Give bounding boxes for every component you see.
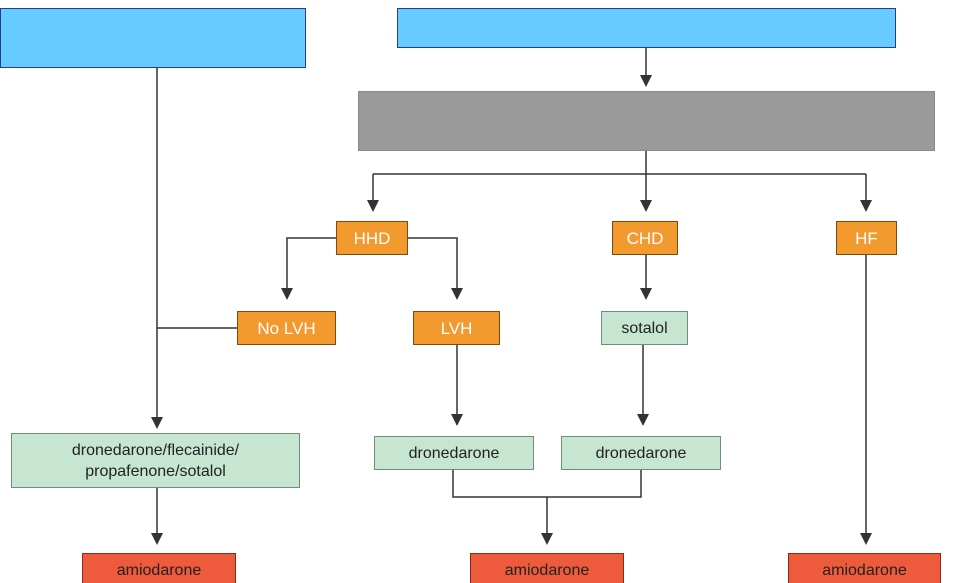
combination-line-1: dronedarone/flecainide/ bbox=[71, 441, 240, 459]
combination-line-2: propafenone/sotalol bbox=[85, 462, 226, 480]
node-sotalol: sotalol bbox=[601, 311, 688, 345]
header-box-right bbox=[397, 8, 896, 48]
node-no-lvh: No LVH bbox=[237, 311, 336, 345]
node-dronedarone-lvh: dronedarone bbox=[374, 436, 534, 470]
node-dronedarone-chd: dronedarone bbox=[561, 436, 721, 470]
node-hf: HF bbox=[836, 221, 897, 255]
node-amiodarone-right: amiodarone bbox=[788, 553, 941, 583]
node-amiodarone-left: amiodarone bbox=[82, 553, 236, 583]
node-dronedarone-combination: dronedarone/flecainide/ propafenone/sota… bbox=[11, 433, 300, 488]
header-box-left bbox=[0, 8, 306, 68]
line-dronedarone-join bbox=[452, 470, 642, 498]
banner-box bbox=[358, 91, 935, 151]
arrow-hhd-to-nolvh bbox=[281, 237, 336, 300]
arrow-hhd-to-lvh bbox=[408, 237, 463, 300]
node-chd: CHD bbox=[612, 221, 678, 255]
node-amiodarone-center: amiodarone bbox=[470, 553, 624, 583]
node-lvh: LVH bbox=[413, 311, 500, 345]
node-hhd: HHD bbox=[336, 221, 408, 255]
